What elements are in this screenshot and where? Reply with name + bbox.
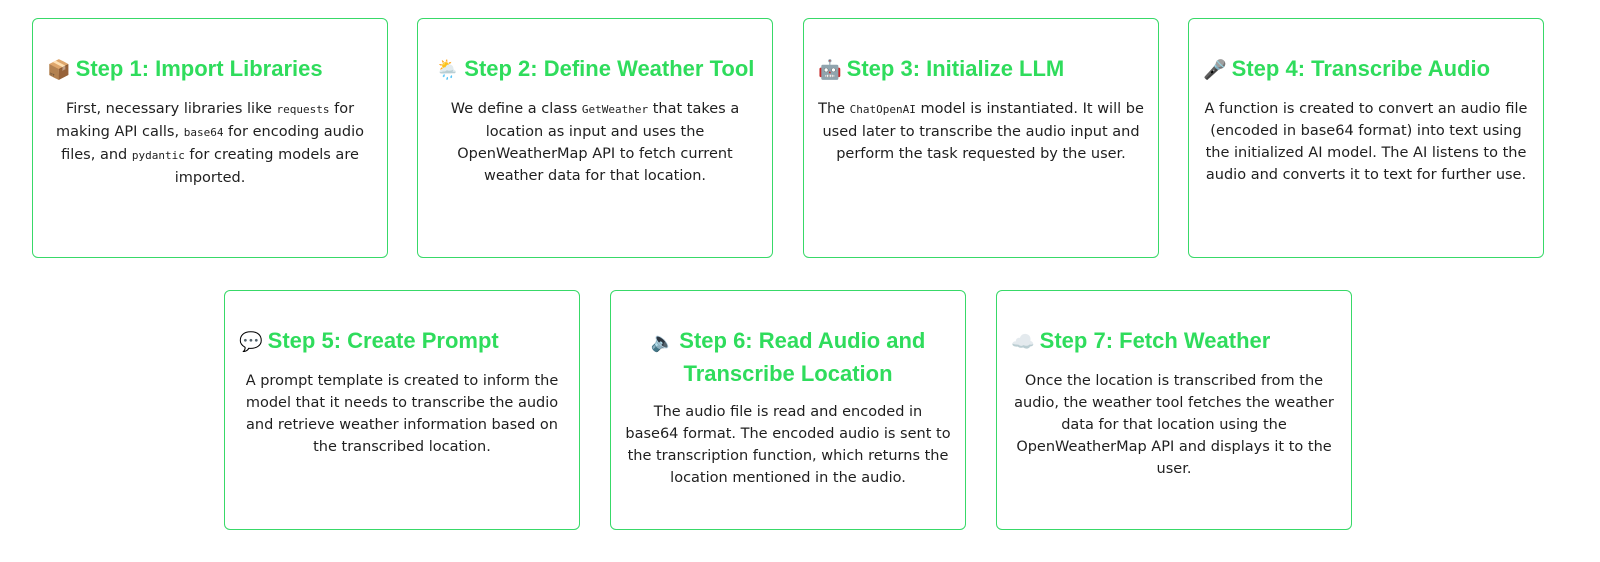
description-text: model is instantiated. It will be used l… [822, 101, 1144, 162]
step-card-6: 🔈Step 6: Read Audio and Transcribe Locat… [610, 290, 966, 530]
description-text: The [818, 101, 850, 117]
step-title-text: Step 1: Import Libraries [75, 56, 323, 81]
step-card-5: 💬Step 5: Create Prompt A prompt template… [224, 290, 580, 530]
step-title-text: Step 6: Read Audio and Transcribe Locati… [679, 328, 926, 386]
step-card-1: 📦Step 1: Import Libraries First, necessa… [32, 18, 388, 258]
inline-code: pydantic [131, 149, 185, 162]
description-text: A function is created to convert an audi… [1204, 101, 1528, 183]
description-text: A prompt template is created to inform t… [245, 373, 559, 455]
speech-bubble-icon: 💬 [239, 332, 263, 353]
description-text: for making API calls, [56, 101, 355, 140]
step-title-2: 🌦️Step 2: Define Weather Tool [432, 53, 758, 86]
step-description-4: A function is created to convert an audi… [1203, 98, 1529, 186]
step-title-text: Step 2: Define Weather Tool [464, 56, 755, 81]
step-card-4: 🎤Step 4: Transcribe Audio A function is … [1188, 18, 1544, 258]
step-description-6: The audio file is read and encoded in ba… [625, 401, 951, 489]
step-description-1: First, necessary libraries like requests… [47, 98, 373, 189]
speaker-icon: 🔈 [650, 332, 675, 353]
step-description-2: We define a class GetWeather that takes … [432, 98, 758, 187]
step-title-4: 🎤Step 4: Transcribe Audio [1203, 53, 1529, 86]
step-title-text: Step 4: Transcribe Audio [1231, 56, 1491, 81]
step-title-7: ☁️Step 7: Fetch Weather [1011, 325, 1337, 358]
step-title-text: Step 7: Fetch Weather [1039, 328, 1271, 353]
robot-icon: 🤖 [818, 60, 842, 81]
description-text: Once the location is transcribed from th… [1014, 373, 1334, 477]
step-title-text: Step 3: Initialize LLM [846, 56, 1065, 81]
inline-code: GetWeather [581, 103, 649, 116]
step-title-1: 📦Step 1: Import Libraries [47, 53, 373, 86]
description-text: for creating models are imported. [174, 147, 359, 186]
description-text: for encoding audio files, and [61, 124, 364, 163]
package-icon: 📦 [47, 60, 71, 81]
step-title-5: 💬Step 5: Create Prompt [239, 325, 565, 358]
inline-code: ChatOpenAI [849, 103, 916, 116]
step-title-text: Step 5: Create Prompt [267, 328, 499, 353]
step-card-7: ☁️Step 7: Fetch Weather Once the locatio… [996, 290, 1352, 530]
step-description-5: A prompt template is created to inform t… [239, 370, 565, 458]
description-text: The audio file is read and encoded in ba… [625, 404, 951, 486]
step-description-7: Once the location is transcribed from th… [1011, 370, 1337, 480]
description-text: We define a class [450, 101, 582, 117]
microphone-icon: 🎤 [1203, 60, 1227, 81]
inline-code: base64 [183, 126, 224, 139]
inline-code: requests [276, 103, 330, 116]
step-title-3: 🤖Step 3: Initialize LLM [818, 53, 1144, 86]
step-card-3: 🤖Step 3: Initialize LLM The ChatOpenAI m… [803, 18, 1159, 258]
cloud-icon: ☁️ [1011, 332, 1035, 353]
weather-icon: 🌦️ [435, 60, 460, 81]
description-text: First, necessary libraries like [65, 101, 277, 117]
step-card-2: 🌦️Step 2: Define Weather Tool We define … [417, 18, 773, 258]
step-description-3: The ChatOpenAI model is instantiated. It… [818, 98, 1144, 165]
description-text: that takes a location as input and uses … [457, 101, 740, 184]
step-title-6: 🔈Step 6: Read Audio and Transcribe Locat… [625, 325, 951, 389]
